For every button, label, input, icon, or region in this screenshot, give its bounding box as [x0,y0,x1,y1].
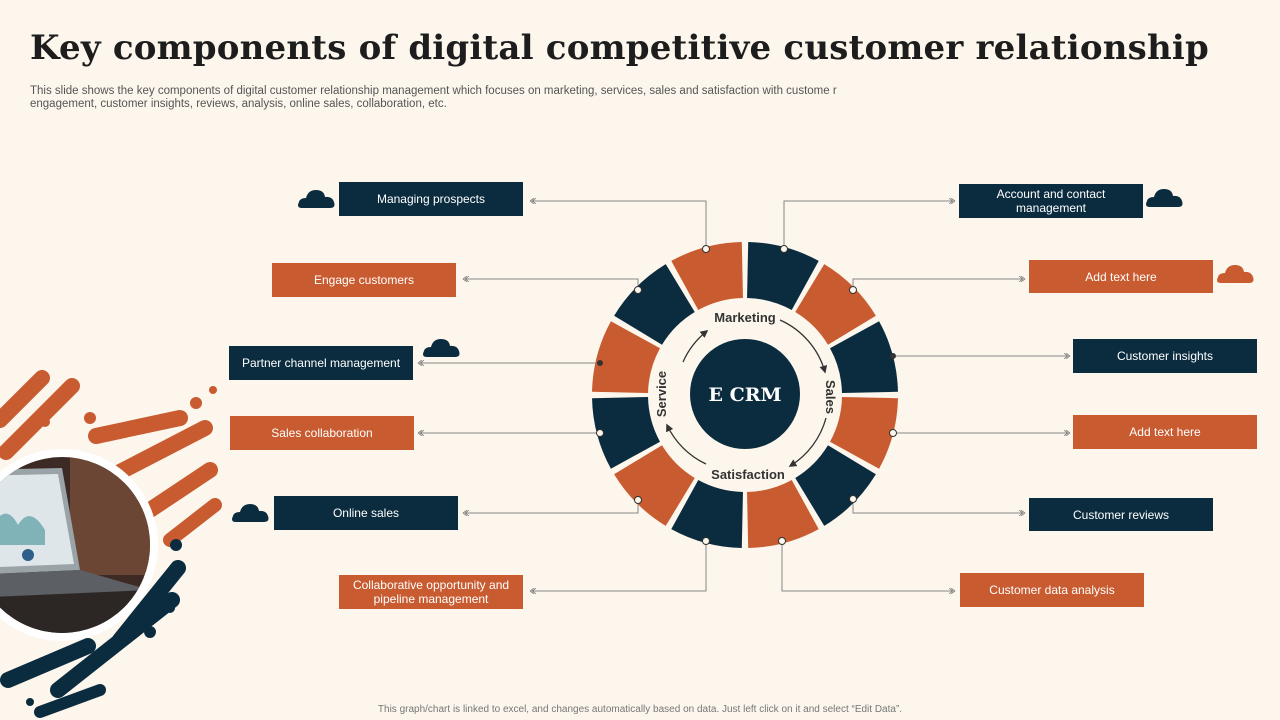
item-managing-prospects: Managing prospects [339,182,523,216]
item-customer-insights: Customer insights [1073,339,1257,373]
cloud-icon [298,190,335,208]
ring-segment [830,397,898,469]
item-account-contact-management: Account and contact management [959,184,1143,218]
item-online-sales: Online sales [274,496,458,530]
ring-segment [795,264,876,345]
item-add-text-1: Add text here [1029,260,1213,293]
ring-segment [671,480,743,548]
decorative-graphic [0,370,222,718]
item-customer-reviews: Customer reviews [1029,498,1213,531]
laptop-photo [0,449,158,641]
ring-segment [614,264,695,345]
label-marketing: Marketing [714,310,775,325]
ring-segment [747,242,819,310]
center-label: E CRM [708,384,781,406]
ring-segment [592,397,660,469]
ring-segment [795,445,876,526]
ring-segment [671,242,743,310]
ring-segment [830,321,898,393]
cloud-icon [1217,265,1254,283]
label-service: Service [654,371,669,417]
ring-segment [592,321,660,393]
ring-segment [747,480,819,548]
footer-note: This graph/chart is linked to excel, and… [377,704,903,715]
page-title: Key components of digital competitive cu… [30,28,1209,68]
item-add-text-2: Add text here [1073,415,1257,449]
cloud-icon [232,504,269,522]
segment-ring [592,242,898,548]
item-customer-data-analysis: Customer data analysis [960,573,1144,607]
cloud-icon [423,339,460,357]
cycle-arrows [666,319,828,467]
page-subtitle: This slide shows the key components of d… [30,85,837,110]
label-sales: Sales [823,380,838,414]
ring-segment [614,445,695,526]
item-engage-customers: Engage customers [272,263,456,297]
connector-dots [596,245,897,545]
label-satisfaction: Satisfaction [711,467,785,482]
connector-lines [417,197,1071,595]
item-sales-collaboration: Sales collaboration [230,416,414,450]
item-partner-channel-management: Partner channel management [229,346,413,380]
cloud-icon [1146,189,1183,207]
item-collaborative-opportunity: Collaborative opportunity and pipeline m… [339,575,523,609]
center-hub [690,339,800,449]
